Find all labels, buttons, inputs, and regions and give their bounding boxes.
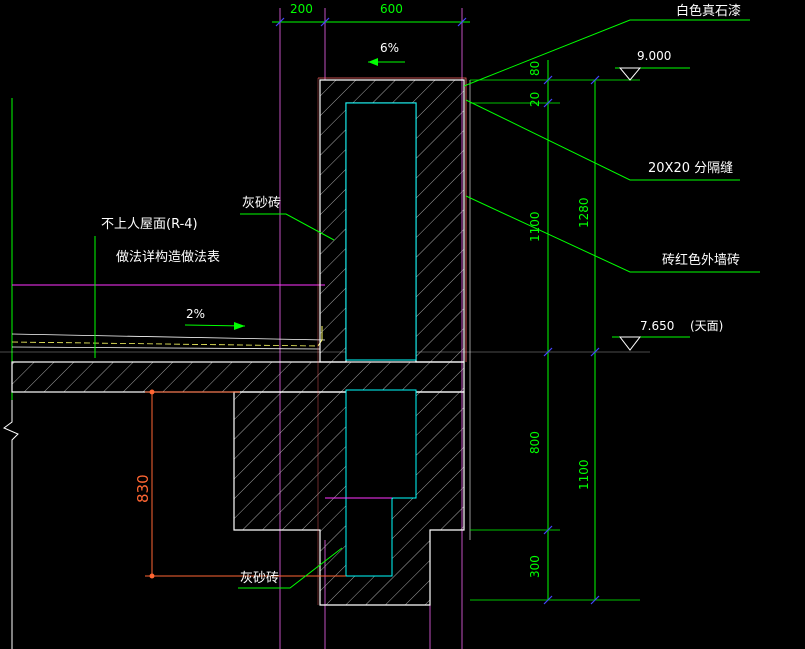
callout-ash-brick-top: 灰砂砖 — [240, 196, 335, 241]
top-dimensions: 200 600 — [275, 2, 467, 27]
elevation-top-label: 9.000 — [637, 49, 671, 63]
callout-stone-paint: 白色真石漆 — [463, 3, 750, 87]
dim-200: 200 — [290, 2, 313, 16]
callout-brick-wall: 砖红色外墙砖 — [465, 195, 760, 273]
roof-layers — [11, 284, 326, 350]
slope-roof: 2% — [184, 307, 246, 330]
dim-1100-upper: 1100 — [528, 211, 542, 242]
callout-joint-label: 20X20 分隔缝 — [648, 161, 733, 176]
dimension-830: 830 — [134, 389, 346, 579]
elevation-9000: 9.000 — [615, 49, 690, 81]
callout-roof-line2: 做法详构造做法表 — [116, 250, 220, 265]
dim-300: 300 — [528, 555, 542, 578]
callout-ash-brick-top-label: 灰砂砖 — [242, 196, 281, 211]
dim-1100-lower: 1100 — [577, 459, 591, 490]
dim-830: 830 — [134, 474, 152, 503]
callout-brick-wall-label: 砖红色外墙砖 — [662, 252, 740, 268]
elevation-mid-note: (天面) — [690, 319, 723, 333]
callout-ash-brick-bottom: 灰砂砖 — [238, 547, 343, 589]
callout-roof-line1: 不上人屋面(R-4) — [101, 217, 198, 232]
slope-top-label: 6% — [380, 41, 399, 55]
dim-80: 80 — [528, 61, 542, 76]
dim-800: 800 — [528, 431, 542, 454]
elevation-7650: 7.650 (天面) — [612, 319, 723, 351]
elevation-mid-label: 7.650 — [640, 319, 674, 333]
callout-roof: 不上人屋面(R-4) 做法详构造做法表 — [94, 217, 220, 358]
slope-roof-label: 2% — [186, 307, 205, 321]
dim-1280: 1280 — [577, 197, 591, 228]
right-dimensions: 80 20 1100 1280 800 1100 300 — [470, 60, 640, 605]
callout-stone-paint-label: 白色真石漆 — [676, 3, 741, 19]
dim-20: 20 — [528, 92, 542, 107]
slope-top: 6% — [368, 41, 405, 66]
callout-joint: 20X20 分隔缝 — [465, 99, 740, 181]
concrete-structure — [11, 77, 471, 606]
dim-600: 600 — [380, 2, 403, 16]
callout-ash-brick-bottom-label: 灰砂砖 — [240, 571, 279, 586]
